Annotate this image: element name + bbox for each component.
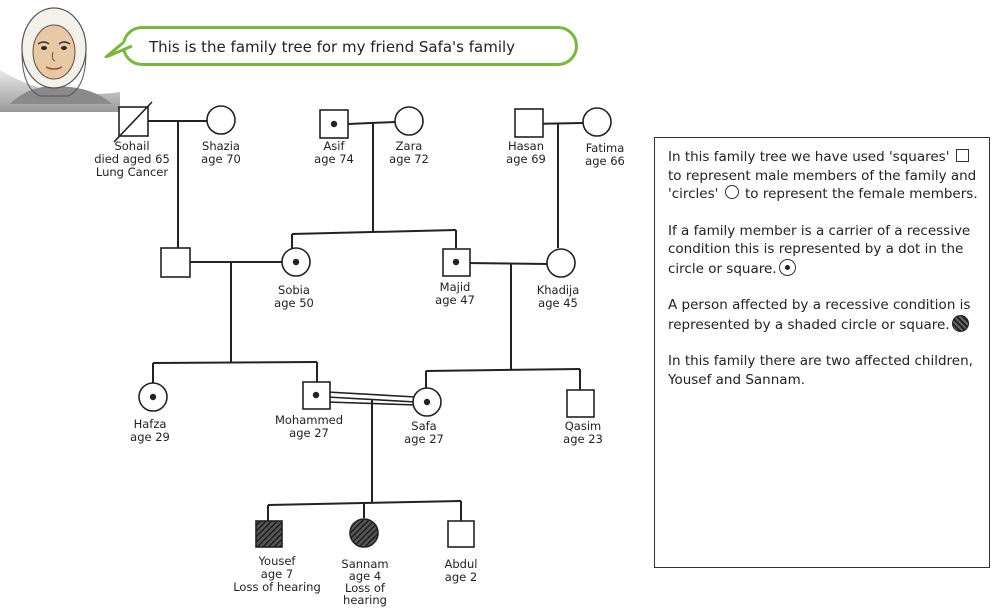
person-khadija-symbol [546,248,576,278]
person-qasim-symbol [566,389,595,418]
person-hafza-symbol [138,382,168,412]
person-khadija-label: Khadija age 45 [536,283,580,310]
person-majid-label: Majid age 47 [435,280,475,307]
speech-bubble-text: This is the family tree for my friend Sa… [149,38,516,56]
person-sannam-label: Sannam age 4 Loss of hearing [341,557,389,607]
person-safa-label: Safa age 27 [404,419,444,446]
person-shazia-symbol [206,105,236,135]
pedigree-chart [113,101,612,548]
person-asif-label: Asif age 74 [314,139,354,166]
person-mohammed-symbol [302,381,331,410]
legend-paragraph-symbols: In this family tree we have used 'square… [668,149,978,202]
person-asif-symbol [319,109,349,139]
person-sohail-label: Sohail died aged 65 Lung Cancer [94,139,170,179]
pedigree-symbols [113,101,612,548]
male-square-icon [955,149,969,162]
female-circle-icon [724,185,739,199]
avatar [0,7,120,112]
person-sobia-symbol [281,247,311,277]
person-fatima-label: Fatima age 66 [585,141,625,168]
person-yousef-symbol [255,520,283,548]
person-sohail-symbol [113,101,153,143]
person-shazia-label: Shazia age 70 [201,139,241,166]
person-qasim-label: Qasim age 23 [563,419,603,446]
person-hasan-label: Hasan age 69 [506,139,546,166]
person-zara-label: Zara age 72 [389,139,429,166]
carrier-dot-icon [778,258,796,276]
person-sannam-symbol [349,518,379,548]
connector-lines [148,120,584,521]
legend-box: In this family tree we have used 'square… [654,137,990,568]
speech-bubble: This is the family tree for my friend Sa… [122,26,578,66]
person-hasan-symbol [514,108,544,138]
person-abdul-symbol [447,520,475,548]
person-majid-symbol [442,248,471,277]
person-hafza-label: Hafza age 29 [130,417,170,444]
person-abdul-label: Abdul age 2 [444,557,478,584]
person-father-symbol [160,247,191,278]
legend-paragraph-summary: In this family there are two affected ch… [668,353,973,388]
person-fatima-symbol [582,107,612,137]
person-mohammed-label: Mohammed age 27 [274,413,344,440]
person-sobia-label: Sobia age 50 [274,283,314,310]
person-zara-symbol [394,106,424,136]
person-safa-symbol [412,387,442,417]
legend-paragraph-affected: A person affected by a recessive conditi… [668,297,971,333]
legend-paragraph-carrier: If a family member is a carrier of a rec… [668,222,971,277]
speech-bubble-tail [104,42,133,58]
affected-shaded-icon [951,314,969,332]
person-yousef-label: Yousef age 7 Loss of hearing [233,554,321,594]
